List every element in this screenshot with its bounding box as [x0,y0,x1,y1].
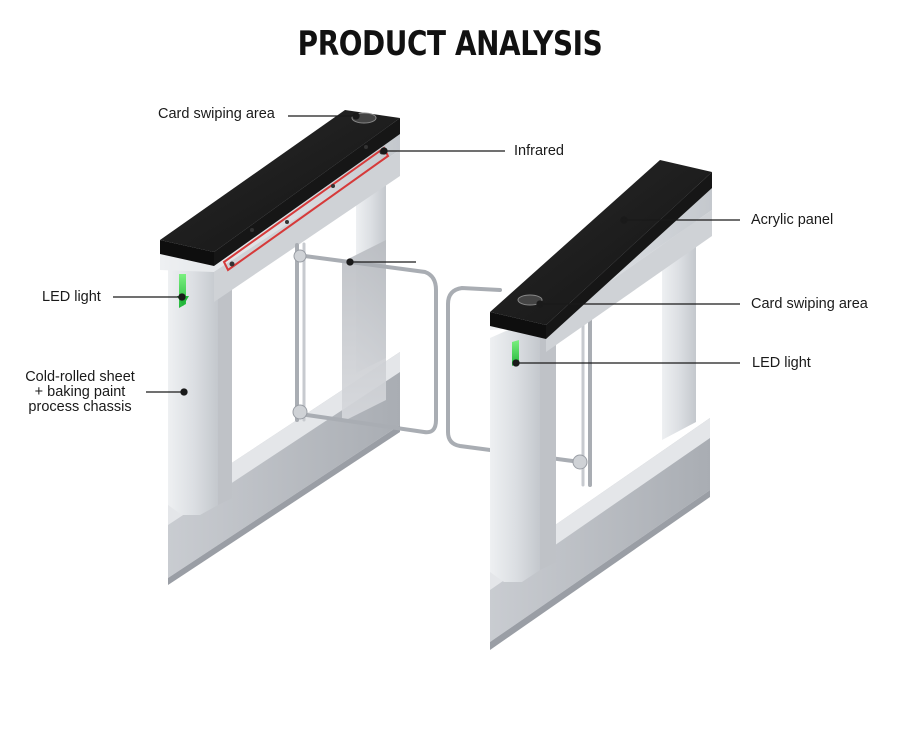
left-turnstile-unit [160,110,400,585]
callout-led-light-right: LED light [752,355,811,371]
callout-infrared: Infrared [514,143,564,159]
callout-card-swiping-area-right: Card swiping area [751,296,868,312]
left-swing-arm [295,242,438,435]
page-title: PRODUCT ANALYSIS [297,24,603,64]
left-acrylic-top [160,110,400,252]
infrared-strip [222,146,390,272]
right-card-reader-icon [517,294,543,306]
callout-acrylic-panel: Acrylic panel [751,212,834,228]
callout-chassis-line2: + baking paint [34,384,126,400]
right-led-light [512,340,519,366]
leader-lines [113,112,740,396]
callout-chassis: Cold-rolled sheet + baking paint process… [16,370,144,415]
right-turnstile-unit [490,160,712,650]
callout-led-light-left: LED light [42,289,101,305]
callout-chassis-line1: Cold-rolled sheet [25,369,135,385]
right-acrylic-panel [490,160,712,325]
callout-card-swiping-area-left: Card swiping area [158,106,275,122]
callout-chassis-line3: process chassis [28,399,132,415]
